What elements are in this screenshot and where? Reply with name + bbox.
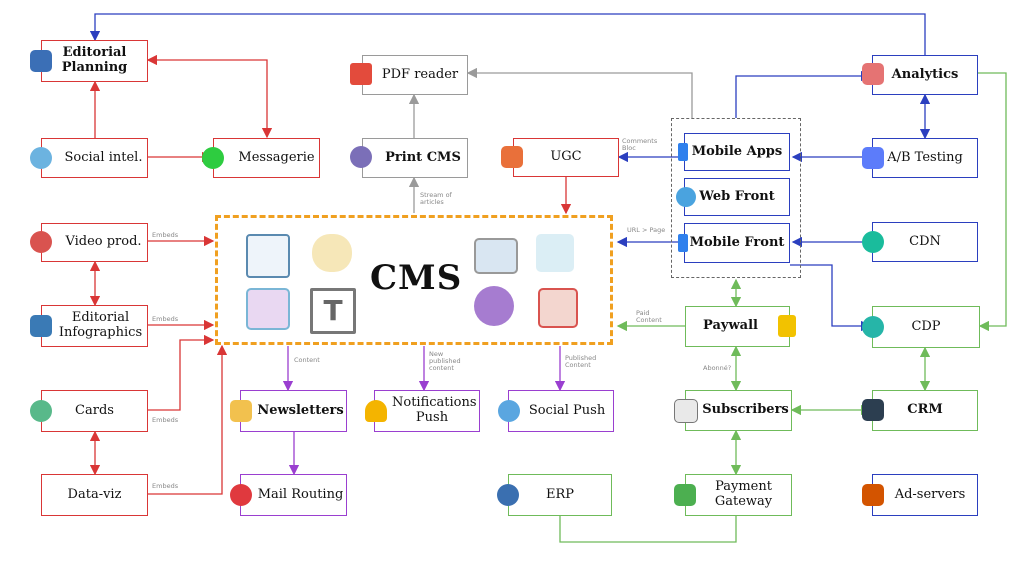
edge-label-abonne: Abonné? bbox=[703, 364, 732, 372]
blue-connectors bbox=[89, 13, 931, 332]
purple-connectors bbox=[282, 346, 566, 476]
smartphone-icon bbox=[678, 143, 688, 161]
node-paywall: Paywall bbox=[685, 306, 790, 347]
node-ab-testing: A/B Testing bbox=[872, 138, 978, 178]
globe-icon bbox=[676, 187, 696, 207]
text-tool-icon: T bbox=[310, 288, 356, 334]
node-web-front: Web Front bbox=[684, 178, 790, 216]
ad-screen-icon bbox=[862, 484, 884, 506]
edge-label-paid-content: Paid Content bbox=[636, 309, 662, 325]
node-analytics: Analytics bbox=[872, 55, 978, 95]
front-group bbox=[671, 118, 801, 278]
edge-label-comments-bloc: Comments Bloc bbox=[622, 137, 658, 153]
pdf-file-icon bbox=[350, 63, 372, 85]
window-purple-icon bbox=[474, 286, 514, 326]
calendar-icon bbox=[674, 399, 698, 423]
edge-label-published-content: Published Content bbox=[565, 354, 597, 370]
edge-label-embeds-dataviz: Embeds bbox=[152, 482, 179, 490]
edge-label-stream-of-articles: Stream of articles bbox=[420, 191, 452, 207]
media-files-icon bbox=[246, 288, 290, 330]
cms-frame bbox=[215, 215, 613, 345]
node-messagerie: Messagerie bbox=[213, 138, 320, 178]
node-notifications-push: Notifications Push bbox=[374, 390, 480, 432]
node-mobile-apps: Mobile Apps bbox=[684, 133, 790, 171]
edge-label-embeds-infographics: Embeds bbox=[152, 315, 179, 323]
node-social-push: Social Push bbox=[508, 390, 614, 432]
share-icon bbox=[498, 400, 520, 422]
node-pdf-reader: PDF reader bbox=[362, 55, 468, 95]
edge-label-content: Content bbox=[294, 356, 320, 364]
chart-board-icon bbox=[862, 63, 884, 85]
printer-icon bbox=[350, 146, 372, 168]
edge-label-url-page: URL > Page bbox=[627, 226, 666, 234]
cms-title: CMS bbox=[370, 258, 463, 298]
api-cloud-icon bbox=[312, 234, 352, 272]
comments-icon bbox=[501, 146, 523, 168]
node-editorial-infographics: Editorial Infographics bbox=[41, 305, 148, 347]
red-connectors bbox=[89, 54, 572, 495]
clipboard-icon bbox=[30, 50, 52, 72]
calendar-clock-icon bbox=[538, 288, 578, 328]
gear-network-icon bbox=[497, 484, 519, 506]
video-play-icon bbox=[30, 231, 52, 253]
node-ugc: UGC bbox=[513, 138, 619, 177]
node-cdn: CDN bbox=[872, 222, 978, 262]
node-mail-routing: Mail Routing bbox=[240, 474, 347, 516]
edge-label-embeds-cards: Embeds bbox=[152, 416, 179, 424]
node-subscribers: Subscribers bbox=[685, 390, 792, 431]
node-video-prod: Video prod. bbox=[41, 223, 148, 262]
network-icon bbox=[30, 147, 52, 169]
network-nodes-icon bbox=[862, 316, 884, 338]
infographic-icon bbox=[30, 315, 52, 337]
node-editorial-planning: Editorial Planning bbox=[41, 40, 148, 82]
mail-icon bbox=[230, 484, 252, 506]
ideas-hand-icon bbox=[536, 234, 574, 272]
crm-monitor-icon bbox=[862, 399, 884, 421]
envelope-icon bbox=[230, 400, 252, 422]
node-mobile-front: Mobile Front bbox=[684, 223, 790, 263]
node-crm: CRM bbox=[872, 390, 978, 431]
bell-icon bbox=[365, 400, 387, 422]
node-ad-servers: Ad-servers bbox=[872, 474, 978, 516]
edge-label-embeds-video: Embeds bbox=[152, 231, 179, 239]
cdn-badge-icon bbox=[862, 231, 884, 253]
node-cards: Cards bbox=[41, 390, 148, 432]
node-data-viz: Data-viz bbox=[41, 474, 148, 516]
node-erp: ERP bbox=[508, 474, 612, 516]
node-payment-gateway: Payment Gateway bbox=[685, 474, 792, 516]
node-cdp: CDP bbox=[872, 306, 980, 348]
ab-test-icon bbox=[862, 147, 884, 169]
node-newsletters: Newsletters bbox=[240, 390, 347, 432]
smartphone-icon bbox=[678, 234, 688, 252]
node-print-cms: Print CMS bbox=[362, 138, 468, 178]
hand-cash-icon bbox=[674, 484, 696, 506]
gray-connectors bbox=[408, 67, 693, 213]
node-social-intel: Social intel. bbox=[41, 138, 148, 178]
edge-label-new-published-content: New published content bbox=[429, 350, 461, 373]
padlock-icon bbox=[778, 315, 796, 337]
flowchart-icon bbox=[246, 234, 290, 278]
green-connectors bbox=[559, 72, 1007, 543]
dashboard-icon bbox=[474, 238, 518, 274]
chat-bubble-icon bbox=[202, 147, 224, 169]
card-icon bbox=[30, 400, 52, 422]
